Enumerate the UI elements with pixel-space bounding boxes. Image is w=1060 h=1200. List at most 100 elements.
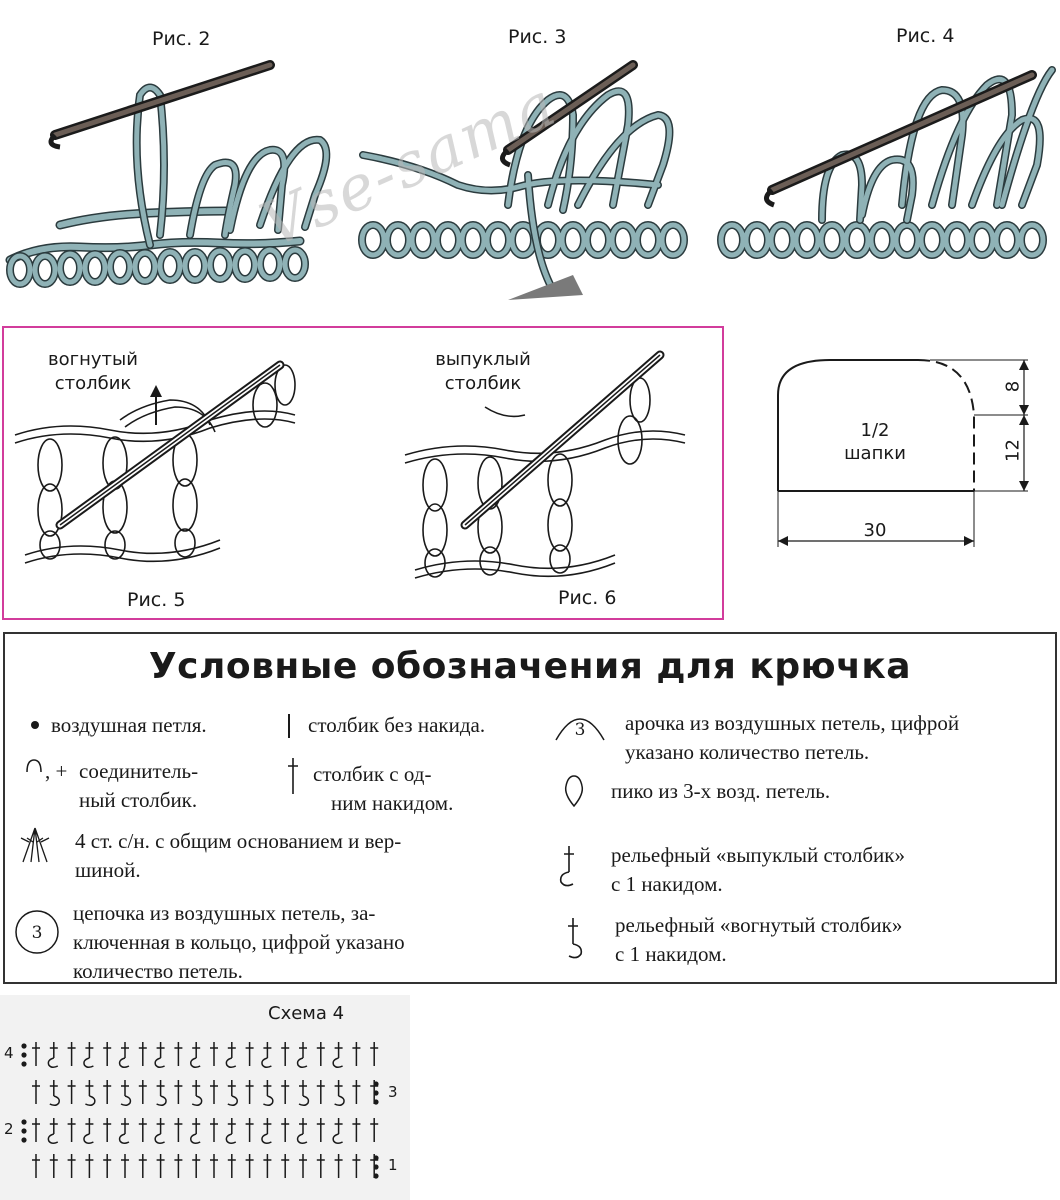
- double-crochet-symbol: [370, 1042, 378, 1066]
- legend-ring-text-2: ключенная в кольцо, цифрой указано: [73, 928, 405, 957]
- double-crochet-symbol: [50, 1154, 58, 1178]
- double-crochet-symbol: [317, 1080, 325, 1104]
- front-post-symbol: [120, 1118, 129, 1143]
- front-post-symbol: [155, 1118, 164, 1143]
- back-post-symbol: [50, 1080, 59, 1105]
- front-post-symbol: [48, 1118, 57, 1143]
- slip-stitch-icon: [23, 756, 45, 776]
- back-post-symbol: [85, 1080, 94, 1105]
- double-crochet-symbol: [103, 1154, 111, 1178]
- pattern-height-bottom: 12: [1003, 438, 1024, 464]
- double-crochet-symbol: [246, 1118, 254, 1142]
- legend-slip-text-1: соединитель-: [79, 757, 198, 786]
- back-post-symbol: [263, 1080, 272, 1105]
- double-crochet-symbol: [139, 1118, 147, 1142]
- legend-panel: Условные обозначения для крючка воздушна…: [3, 632, 1057, 984]
- chain-dot-symbol: [21, 1137, 26, 1142]
- legend-double-crochet-text-2: ним накидом.: [331, 789, 453, 818]
- ring-count: 3: [32, 923, 43, 943]
- front-post-symbol: [155, 1042, 164, 1067]
- pattern-title-line1: 1/2: [840, 420, 910, 441]
- legend-slip-prefix: , +: [45, 757, 67, 786]
- front-post-symbol: [262, 1118, 271, 1143]
- double-crochet-symbol: [299, 1154, 307, 1178]
- chain-dot-symbol: [21, 1061, 26, 1066]
- legend-double-crochet-text-1: столбик с од-: [313, 760, 431, 789]
- double-crochet-symbol: [174, 1118, 182, 1142]
- figure-6-caption: Рис. 6: [558, 587, 616, 609]
- double-crochet-symbol: [68, 1080, 76, 1104]
- front-post-symbol: [84, 1042, 93, 1067]
- double-crochet-symbol: [32, 1080, 40, 1104]
- legend-arch-text-2: указано количество петель.: [625, 738, 869, 767]
- double-crochet-symbol: [139, 1154, 147, 1178]
- double-crochet-symbol: [370, 1118, 378, 1142]
- back-post-symbol: [192, 1080, 201, 1105]
- legend-cluster-text-1: 4 ст. с/н. с общим основанием и вер-: [75, 827, 401, 856]
- double-crochet-icon: [285, 756, 301, 796]
- chain-dot-symbol: [21, 1119, 26, 1124]
- double-crochet-symbol: [210, 1080, 218, 1104]
- front-post-symbol: [191, 1042, 200, 1067]
- front-post-symbol: [298, 1042, 307, 1067]
- single-crochet-icon: [285, 712, 293, 740]
- double-crochet-symbol: [281, 1042, 289, 1066]
- cluster-icon: [17, 826, 53, 866]
- double-crochet-symbol: [263, 1154, 271, 1178]
- legend-ring-text-1: цепочка из воздушных петель, за-: [73, 899, 375, 928]
- ring-icon: 3: [13, 908, 61, 956]
- front-post-icon: [557, 844, 581, 888]
- legend-chain-text: воздушная петля.: [51, 711, 207, 740]
- front-post-symbol: [48, 1042, 57, 1067]
- double-crochet-symbol: [246, 1042, 254, 1066]
- double-crochet-symbol: [228, 1154, 236, 1178]
- double-crochet-symbol: [68, 1042, 76, 1066]
- arch-count: 3: [575, 720, 586, 740]
- double-crochet-symbol: [352, 1080, 360, 1104]
- double-crochet-symbol: [68, 1154, 76, 1178]
- pattern-height-top: 8: [1003, 377, 1024, 397]
- front-post-symbol: [191, 1118, 200, 1143]
- double-crochet-symbol: [121, 1154, 129, 1178]
- double-crochet-symbol: [210, 1042, 218, 1066]
- back-post-symbol: [121, 1080, 130, 1105]
- double-crochet-symbol: [32, 1118, 40, 1142]
- chain-dot-symbol: [21, 1052, 26, 1057]
- front-post-symbol: [226, 1042, 235, 1067]
- legend-ring-text-3: количество петель.: [73, 957, 243, 986]
- figure-4-illustration: [712, 55, 1060, 275]
- double-crochet-symbol: [281, 1154, 289, 1178]
- double-crochet-symbol: [317, 1042, 325, 1066]
- figure-2-caption: Рис. 2: [152, 28, 210, 50]
- double-crochet-symbol: [103, 1080, 111, 1104]
- legend-front-post-text-2: с 1 накидом.: [611, 870, 723, 899]
- double-crochet-symbol: [281, 1080, 289, 1104]
- pattern-width: 30: [860, 520, 890, 541]
- pattern-title-line2: шапки: [830, 443, 920, 464]
- back-post-symbol: [228, 1080, 237, 1105]
- double-crochet-symbol: [317, 1154, 325, 1178]
- front-post-symbol: [120, 1042, 129, 1067]
- double-crochet-symbol: [103, 1118, 111, 1142]
- double-crochet-symbol: [68, 1118, 76, 1142]
- back-post-symbol: [335, 1080, 344, 1105]
- double-crochet-symbol: [192, 1154, 200, 1178]
- picot-icon: [562, 774, 586, 810]
- double-crochet-symbol: [352, 1154, 360, 1178]
- back-post-symbol: [299, 1080, 308, 1105]
- scheme-4-title: Схема 4: [268, 1003, 344, 1024]
- double-crochet-symbol: [103, 1042, 111, 1066]
- double-crochet-symbol: [210, 1154, 218, 1178]
- double-crochet-symbol: [174, 1154, 182, 1178]
- double-crochet-symbol: [352, 1118, 360, 1142]
- chain-dot-symbol: [21, 1128, 26, 1133]
- front-post-symbol: [226, 1118, 235, 1143]
- front-post-symbol: [298, 1118, 307, 1143]
- double-crochet-symbol: [32, 1154, 40, 1178]
- double-crochet-symbol: [210, 1118, 218, 1142]
- legend-back-post-text-1: рельефный «вогнутый столбик»: [615, 911, 902, 940]
- double-crochet-symbol: [174, 1042, 182, 1066]
- chain-dot-symbol: [21, 1043, 26, 1048]
- double-crochet-symbol: [246, 1080, 254, 1104]
- front-post-symbol: [262, 1042, 271, 1067]
